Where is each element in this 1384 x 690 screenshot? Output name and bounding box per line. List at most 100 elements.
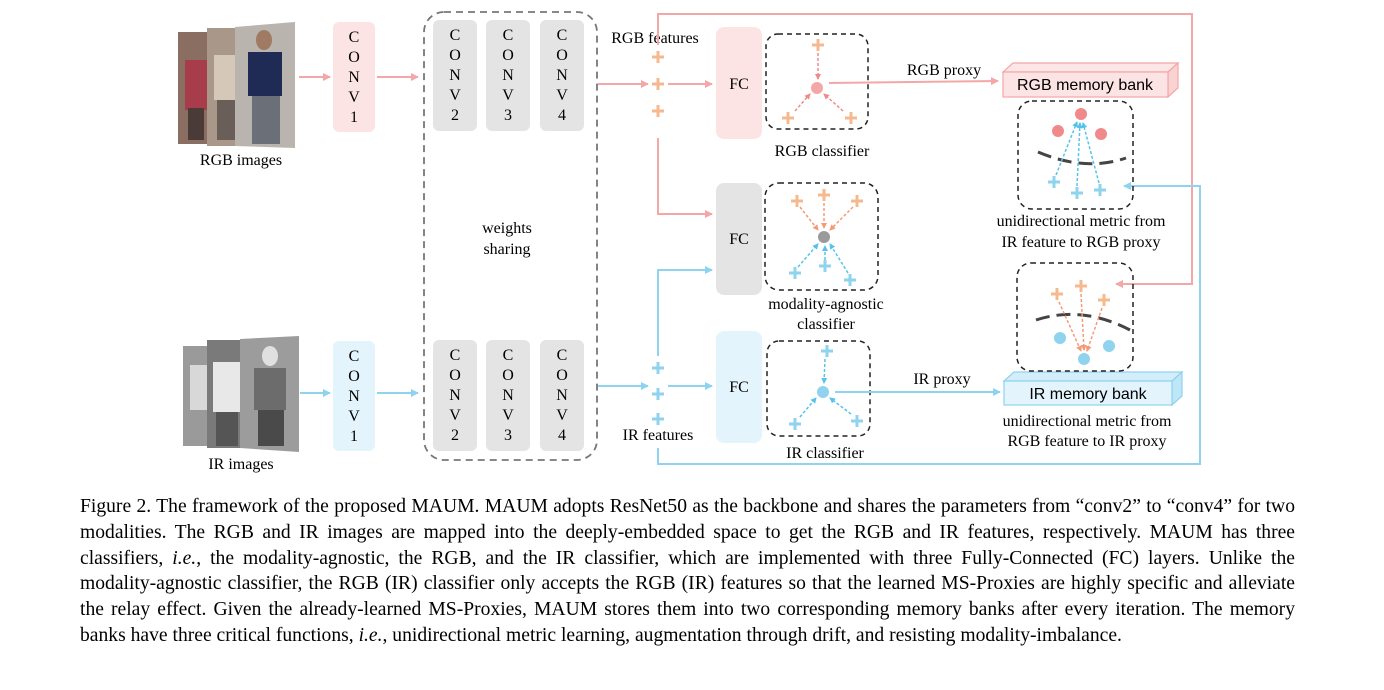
ir-classifier-plus [789,418,801,430]
ir-conv2-letter: C [450,347,461,364]
ir-conv4-letter: N [556,387,568,404]
rgb-feature-pluses [652,51,664,117]
rgb-feature-plus [652,51,664,63]
agnostic-proxy-dot [818,231,830,243]
ir-conv4-letter: O [556,367,568,384]
weights-sharing-label: weights [482,220,532,237]
rgb-memory-bank-label: RGB memory bank [1017,77,1154,94]
ir-conv2-block [433,340,477,451]
caption-ie: i.e. [358,624,383,646]
rgb-classifier-arrow [794,93,811,112]
metric-rgb-plus [1098,294,1110,306]
rgb-classifier [765,33,869,130]
metric-ir-arrow [1055,121,1078,176]
metric-rgb-to-ir-box [1016,262,1134,372]
agnostic-rgb-plus [791,195,803,207]
metric-ir-plus [1048,176,1060,188]
rgb-conv2-letter: N [449,67,461,84]
metric-ir-plus [1071,187,1083,199]
rgb-features-label: RGB features [611,30,699,47]
rgb-image-stack [178,22,295,148]
rgb-conv4-letter: 4 [558,107,566,124]
ir-classifier-proxy-dot [817,386,829,398]
caption-text: Figure 2. The framework of the proposed … [80,496,1295,569]
ir-classifier-arrow [799,397,817,418]
rgb-conv1-letter: C [349,29,360,46]
weight-sharing-container [423,11,598,461]
caption-ie: i.e. [172,547,197,569]
rgb-images-label: RGB images [200,152,282,169]
rgb-conv3-letter: C [503,27,514,44]
rgb-conv2-letter: V [449,87,461,104]
ir-conv3-letter: C [503,347,514,364]
ir-feature-plus [652,388,664,400]
ir-conv1-block [333,341,375,451]
ir-conv4-letter: C [557,347,568,364]
agnostic-arrow-rgb [799,206,819,231]
ir-conv3-block [486,340,530,451]
ir-feature-plus [652,362,664,374]
ir-arrow-to-agnostic-fc [657,266,713,356]
ir-feature-pluses [652,362,664,425]
ir-memory-bank-label: IR memory bank [1029,386,1147,403]
ir-conv4-letter: 4 [558,427,566,444]
rgb-loop-line [657,13,1193,288]
metric-ir-arrow [1076,122,1083,187]
ir-conv3-letter: O [502,367,514,384]
ir-conv4-block [540,340,584,451]
agnostic-ir-plus [819,260,831,272]
ir-classifier-plus [851,415,863,427]
ir-conv1-letter: O [348,368,360,385]
ir-classifier-box [766,340,871,437]
ir-image-3 [240,336,299,452]
ir-image-stack [183,336,299,452]
rgb-classifier-proxy-dot [811,82,823,94]
ir-conv4-letter: V [556,407,568,424]
ir-classifier-label: IR classifier [786,445,864,462]
metric-rgb-to-ir [1016,262,1134,372]
rgb-conv3-letter: V [502,87,514,104]
metric-rgb-proxy-dot [1095,128,1107,140]
rgb-fc-block [716,27,762,139]
agnostic-rgb-plus [851,195,863,207]
metric-ir-to-rgb [1017,100,1134,210]
metric-rgb-to-ir-label: unidirectional metric from [1003,413,1172,430]
agnostic-ir-plus [844,274,856,286]
rgb-conv4-letter: N [556,67,568,84]
rgb-conv3-block [486,20,530,131]
rgb-arrow-to-agnostic-fc [657,138,713,218]
rgb-classifier-arrow [823,93,844,112]
caption-text: , unidirectional metric learning, augmen… [382,624,1122,646]
agnostic-arrow-ir [829,243,849,274]
agnostic-ir-plus [789,267,801,279]
ir-features-label: IR features [623,427,694,444]
metric-rgb-arrow [1058,301,1082,352]
ir-feature-plus [652,413,664,425]
rgb-feature-plus [652,78,664,90]
ir-conv2-letter: O [449,367,461,384]
figure-caption: Figure 2. The framework of the proposed … [80,494,1295,649]
metric-boundary-curve [1037,150,1127,166]
rgb-fc-label: FC [729,76,749,93]
ir-conv3-letter: N [502,387,514,404]
rgb-conv3-letter: 3 [504,107,512,124]
ir-conv1-letter: V [348,408,360,425]
ir-loop-line [657,182,1201,465]
metric-rgb-arrow [1085,307,1103,352]
rgb-conv2-block [433,20,477,131]
rgb-classifier-plus [782,112,794,124]
ir-proxy-label: IR proxy [913,371,970,388]
ir-fc-block [716,331,762,443]
agnostic-fc-block [716,183,762,295]
agnostic-classifier-label: modality-agnostic [768,296,884,313]
rgb-proxy-arrow [828,77,999,86]
rgb-classifier-plus [812,39,824,51]
rgb-conv4-letter: O [556,47,568,64]
metric-rgb-plus [1075,280,1087,292]
ir-classifier [766,340,871,437]
caption-text: , the modality-agnostic, the RGB, and th… [80,547,1295,646]
ir-conv1-letter: N [348,388,360,405]
rgb-conv2-letter: C [450,27,461,44]
metric-ir-to-rgb-label: unidirectional metric from [997,213,1166,230]
metric-rgb-plus [1051,288,1063,300]
